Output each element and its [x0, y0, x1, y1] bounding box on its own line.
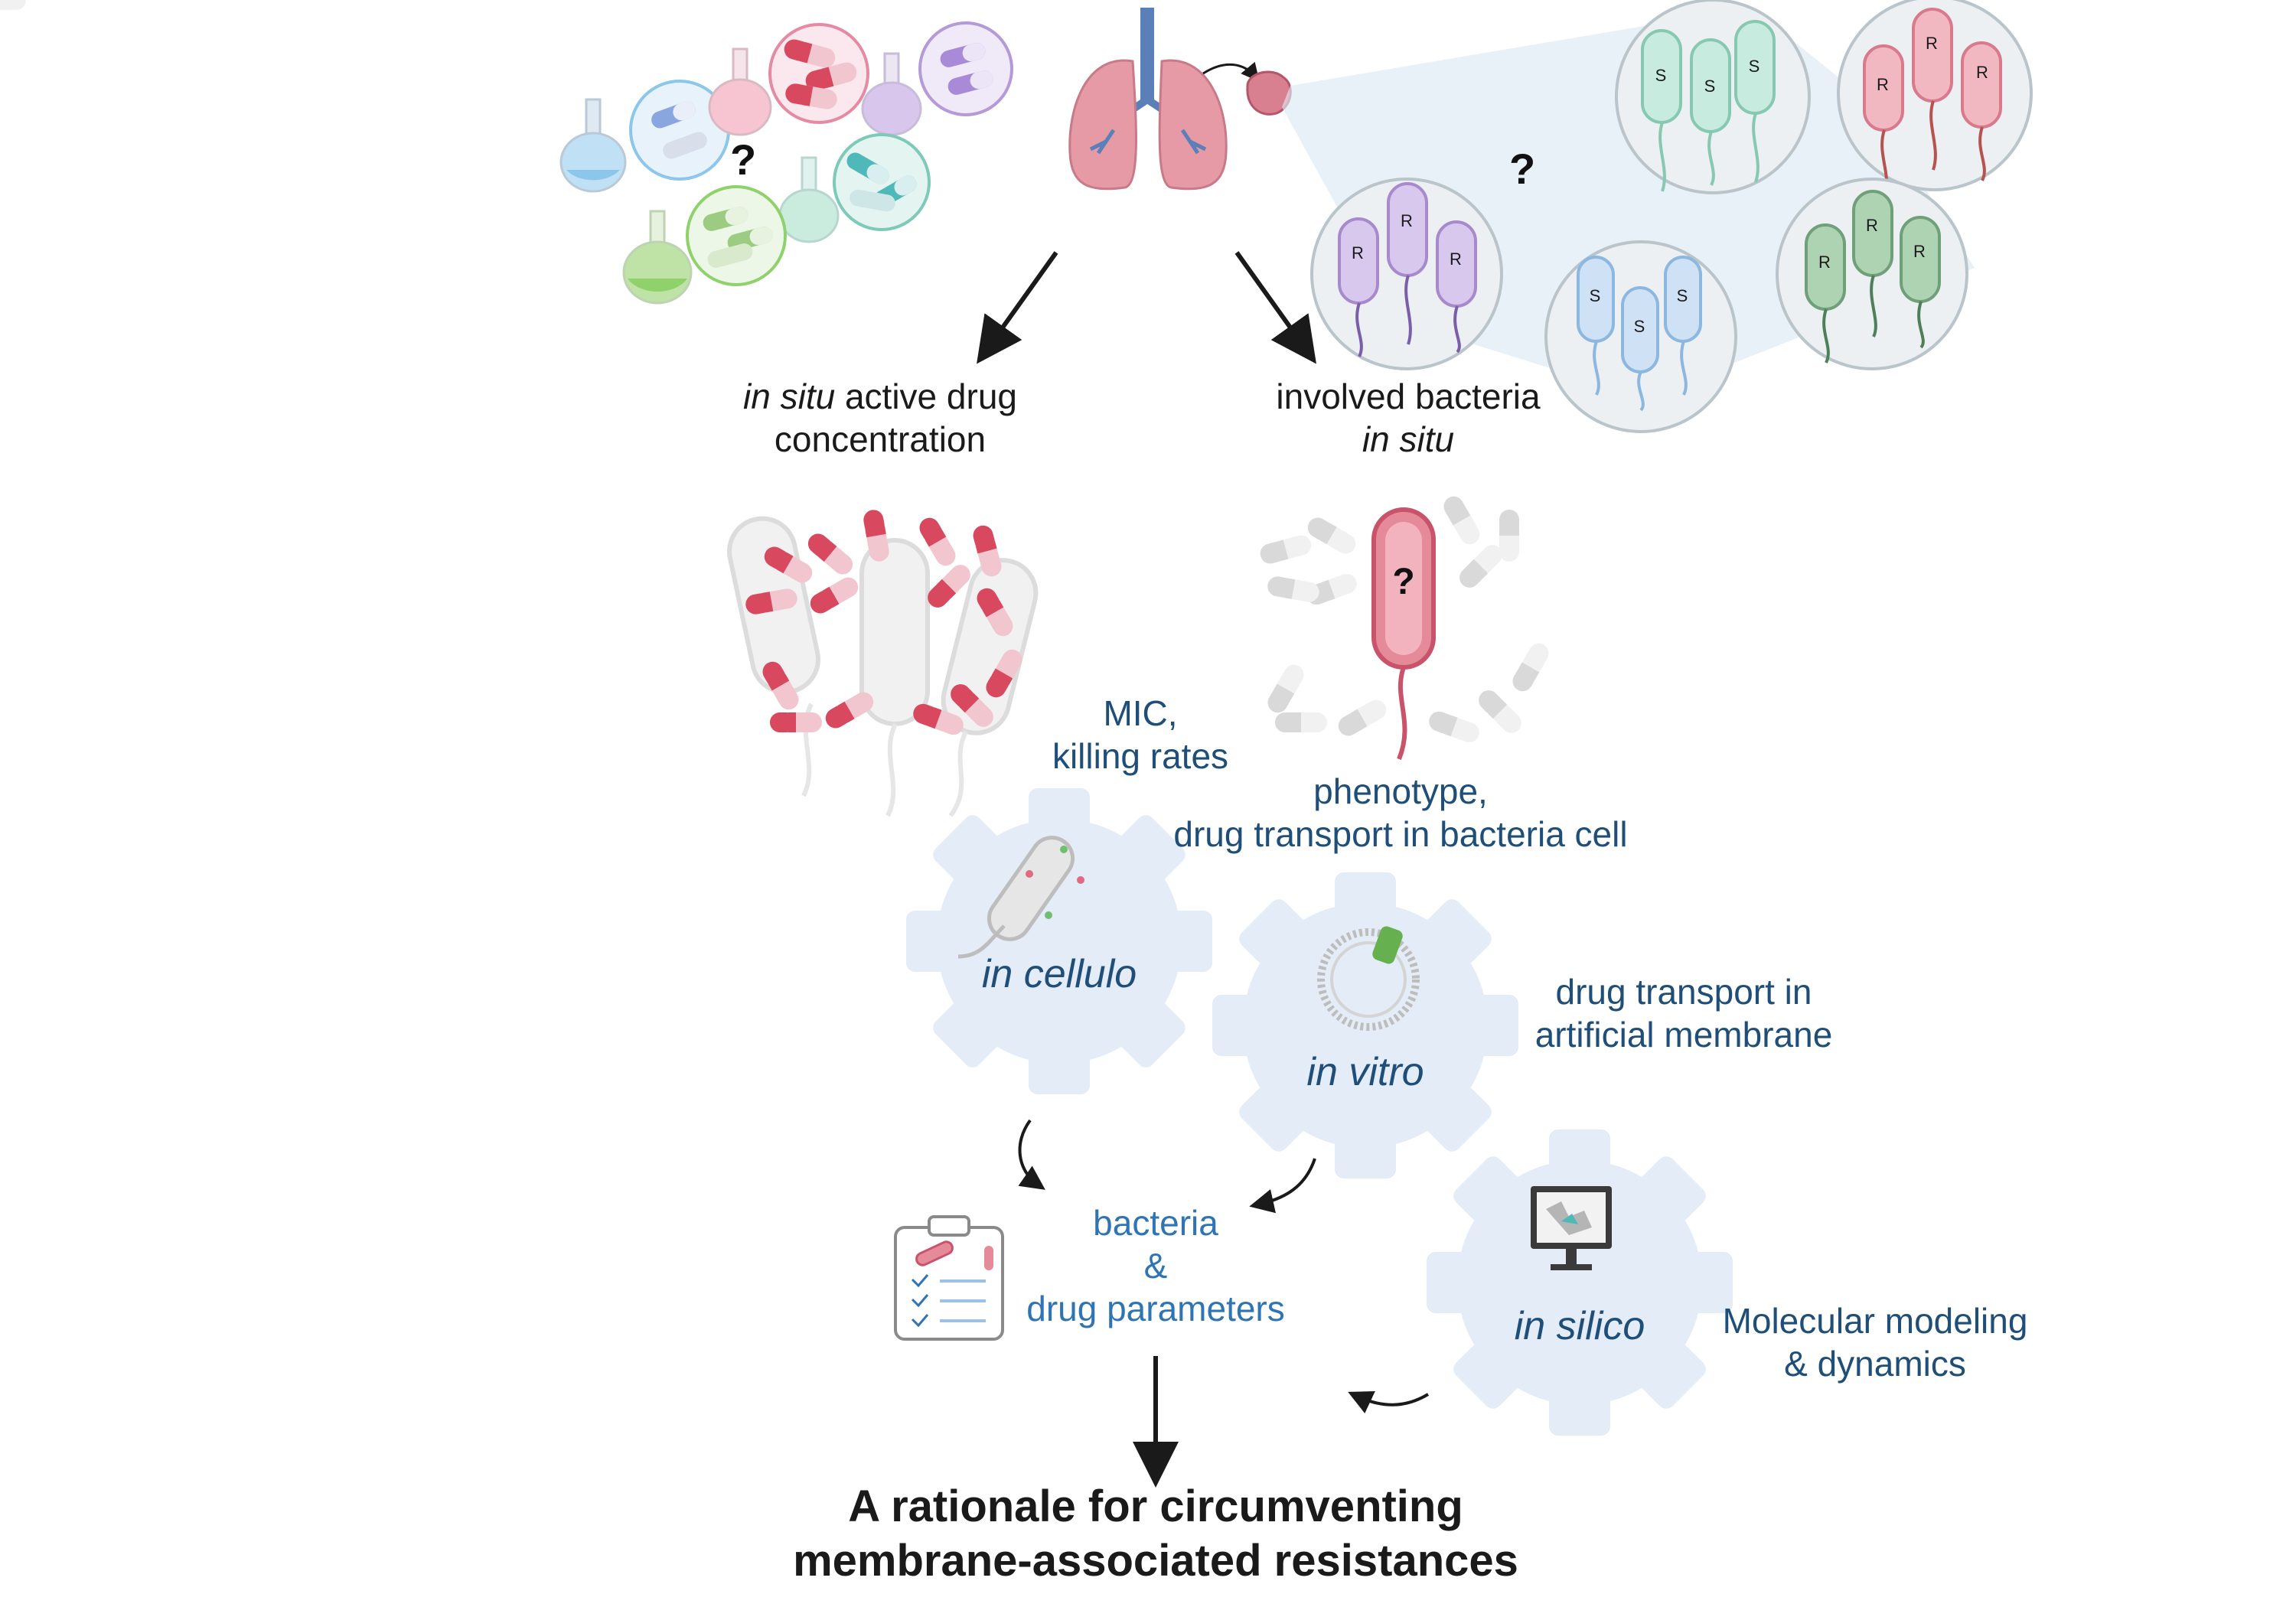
marker-r: R	[1818, 253, 1831, 272]
arrow-cellulo-to-params	[1018, 1119, 1045, 1190]
label-modeling-line2: & dynamics	[1784, 1344, 1966, 1384]
gear-in-vitro	[1212, 872, 1518, 1178]
label-artificial-membrane: drug transport in artificial membrane	[1500, 970, 1867, 1056]
arrow-to-drug-concentration	[977, 251, 1058, 364]
bacterium-cell-icon	[957, 836, 1084, 959]
label-molecular-modeling: Molecular modeling & dynamics	[1691, 1299, 2059, 1385]
marker-r: R	[1926, 34, 1938, 53]
bacteria-population-circles: S S S R R R R R R S	[1310, 0, 2033, 433]
conclusion-title-line2: membrane-associated resistances	[793, 1535, 1518, 1586]
label-mic-line2: killing rates	[1052, 736, 1229, 777]
gear-in-silico	[1427, 1129, 1733, 1436]
lungs-icon	[1068, 8, 1228, 191]
label-drug-concentration-line2: concentration	[774, 419, 987, 460]
flask-icon	[708, 47, 772, 136]
label-involved-bacteria-italic: in situ	[1362, 419, 1455, 460]
label-drug-concentration-italic: in situ	[743, 376, 836, 416]
label-phenotype-line1: phenotype,	[1313, 771, 1488, 811]
flask-icon	[559, 98, 627, 193]
marker-r: R	[1352, 243, 1364, 262]
question-mark-bacteria: ?	[1509, 145, 1536, 193]
question-mark-drugs: ?	[730, 135, 757, 184]
conclusion-title-line1: A rationale for circumventing	[848, 1482, 1463, 1531]
lung-to-tissue-arrow	[1202, 61, 1260, 82]
label-involved-bacteria: involved bacteria in situ	[1225, 375, 1592, 461]
marker-r: R	[1976, 63, 1988, 82]
label-artificial-line1: drug transport in	[1555, 972, 1812, 1012]
label-mic-killing-rates: MIC, killing rates	[1018, 692, 1263, 777]
marker-s: S	[1590, 286, 1601, 305]
gear-label-in-cellulo: in cellulo	[981, 952, 1137, 996]
label-mic-line1: MIC,	[1103, 693, 1178, 733]
conclusion-title: A rationale for circumventing membrane-a…	[735, 1480, 1577, 1589]
gear-label-in-silico: in silico	[1514, 1304, 1645, 1348]
label-phenotype: phenotype, drug transport in bacteria ce…	[1133, 770, 1668, 856]
marker-r: R	[1877, 75, 1889, 94]
label-drug-concentration-rest: active drug	[835, 376, 1017, 416]
bacteria-with-drugs-illustration	[727, 508, 1039, 817]
marker-s: S	[1704, 77, 1716, 96]
gear-label-in-vitro: in vitro	[1306, 1050, 1424, 1094]
flask-icon	[861, 52, 922, 136]
label-modeling-line1: Molecular modeling	[1722, 1301, 2028, 1341]
label-params-line3: drug parameters	[1026, 1289, 1285, 1329]
marker-r: R	[1401, 211, 1413, 230]
flask-icon	[778, 156, 840, 243]
label-phenotype-line2: drug transport in bacteria cell	[1173, 814, 1628, 855]
marker-s: S	[1634, 317, 1645, 336]
marker-r: R	[1866, 216, 1878, 235]
clipboard-icon	[894, 1215, 1004, 1341]
marker-s: S	[1677, 286, 1688, 305]
marker-s: S	[1655, 66, 1667, 85]
question-mark-bacterium: ?	[1392, 562, 1414, 602]
gear-in-cellulo	[906, 788, 1212, 1094]
computer-monitor-icon	[1531, 1186, 1612, 1270]
label-drug-concentration: in situ active drug concentration	[689, 375, 1071, 461]
liposome-icon	[1317, 926, 1420, 1031]
drug-flasks-group	[559, 21, 1013, 305]
label-params-line2: &	[1143, 1246, 1168, 1286]
drug-bubble-purple	[918, 21, 1013, 116]
marker-s: S	[1749, 57, 1760, 76]
marker-r: R	[1450, 249, 1462, 269]
label-bacteria-drug-parameters: bacteria & drug parameters	[987, 1201, 1324, 1330]
flask-icon	[622, 210, 693, 305]
label-params-line1: bacteria	[1093, 1203, 1218, 1243]
unknown-bacterium-illustration: ?	[0, 0, 1553, 761]
label-artificial-line2: artificial membrane	[1534, 1015, 1833, 1055]
marker-r: R	[1913, 242, 1926, 261]
arrow-vitro-to-params	[1249, 1158, 1316, 1214]
label-involved-bacteria-line1: involved bacteria	[1276, 376, 1541, 416]
arrow-to-involved-bacteria	[1234, 251, 1316, 364]
arrow-silico-to-params	[1348, 1391, 1430, 1413]
